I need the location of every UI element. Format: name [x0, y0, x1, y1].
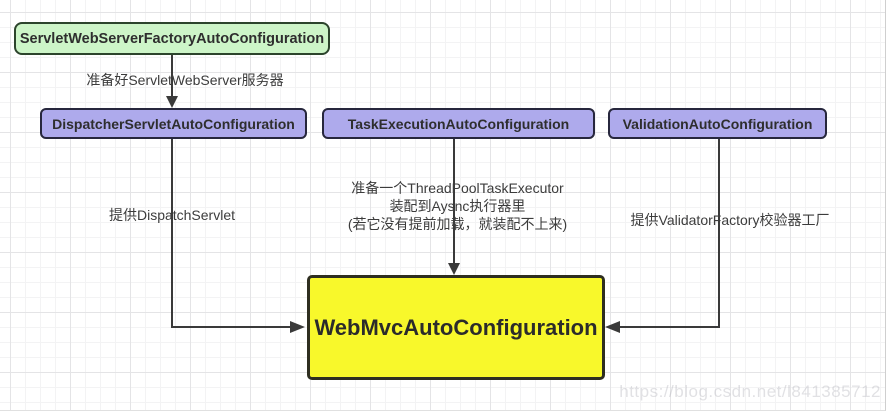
edge-label-task-line1: 准备一个ThreadPoolTaskExecutor	[351, 180, 564, 196]
node-task-execution-auto-configuration: TaskExecutionAutoConfiguration	[322, 108, 595, 139]
arrowhead-right-icon	[290, 321, 305, 333]
edge-label-provide-validator: 提供ValidatorFactory校验器工厂	[630, 212, 830, 228]
arrow-line-dispatcher-vertical	[171, 139, 173, 328]
node-web-mvc-auto-configuration: WebMvcAutoConfiguration	[307, 275, 605, 380]
edge-label-prepare-server: 准备好ServletWebServer服务器	[86, 72, 284, 88]
watermark-url: https://blog.csdn.net/l841385712	[619, 382, 881, 401]
arrowhead-down-icon	[448, 263, 460, 275]
arrow-line-dispatcher-horizontal	[171, 326, 291, 328]
edge-label-provide-dispatch-servlet: 提供DispatchServlet	[108, 207, 236, 223]
arrow-line-task-vertical	[453, 139, 455, 264]
arrow-line-validation-horizontal	[618, 326, 720, 328]
arrowhead-left-icon	[605, 321, 620, 333]
node-servlet-web-server-factory-auto-configuration: ServletWebServerFactoryAutoConfiguration	[14, 22, 330, 55]
arrow-line-validation-vertical	[718, 139, 720, 328]
edge-label-task-line2: 装配到Aysnc执行器里	[389, 198, 526, 214]
edge-label-task-executor: 准备一个ThreadPoolTaskExecutor 装配到Aysnc执行器里 …	[330, 179, 585, 233]
arrowhead-down-icon	[166, 96, 178, 108]
edge-label-task-line3: (若它没有提前加载，就装配不上来)	[347, 216, 568, 232]
arrow-line-green-to-dispatcher	[171, 55, 173, 97]
node-dispatcher-servlet-auto-configuration: DispatcherServletAutoConfiguration	[40, 108, 307, 139]
node-validation-auto-configuration: ValidationAutoConfiguration	[608, 108, 827, 139]
